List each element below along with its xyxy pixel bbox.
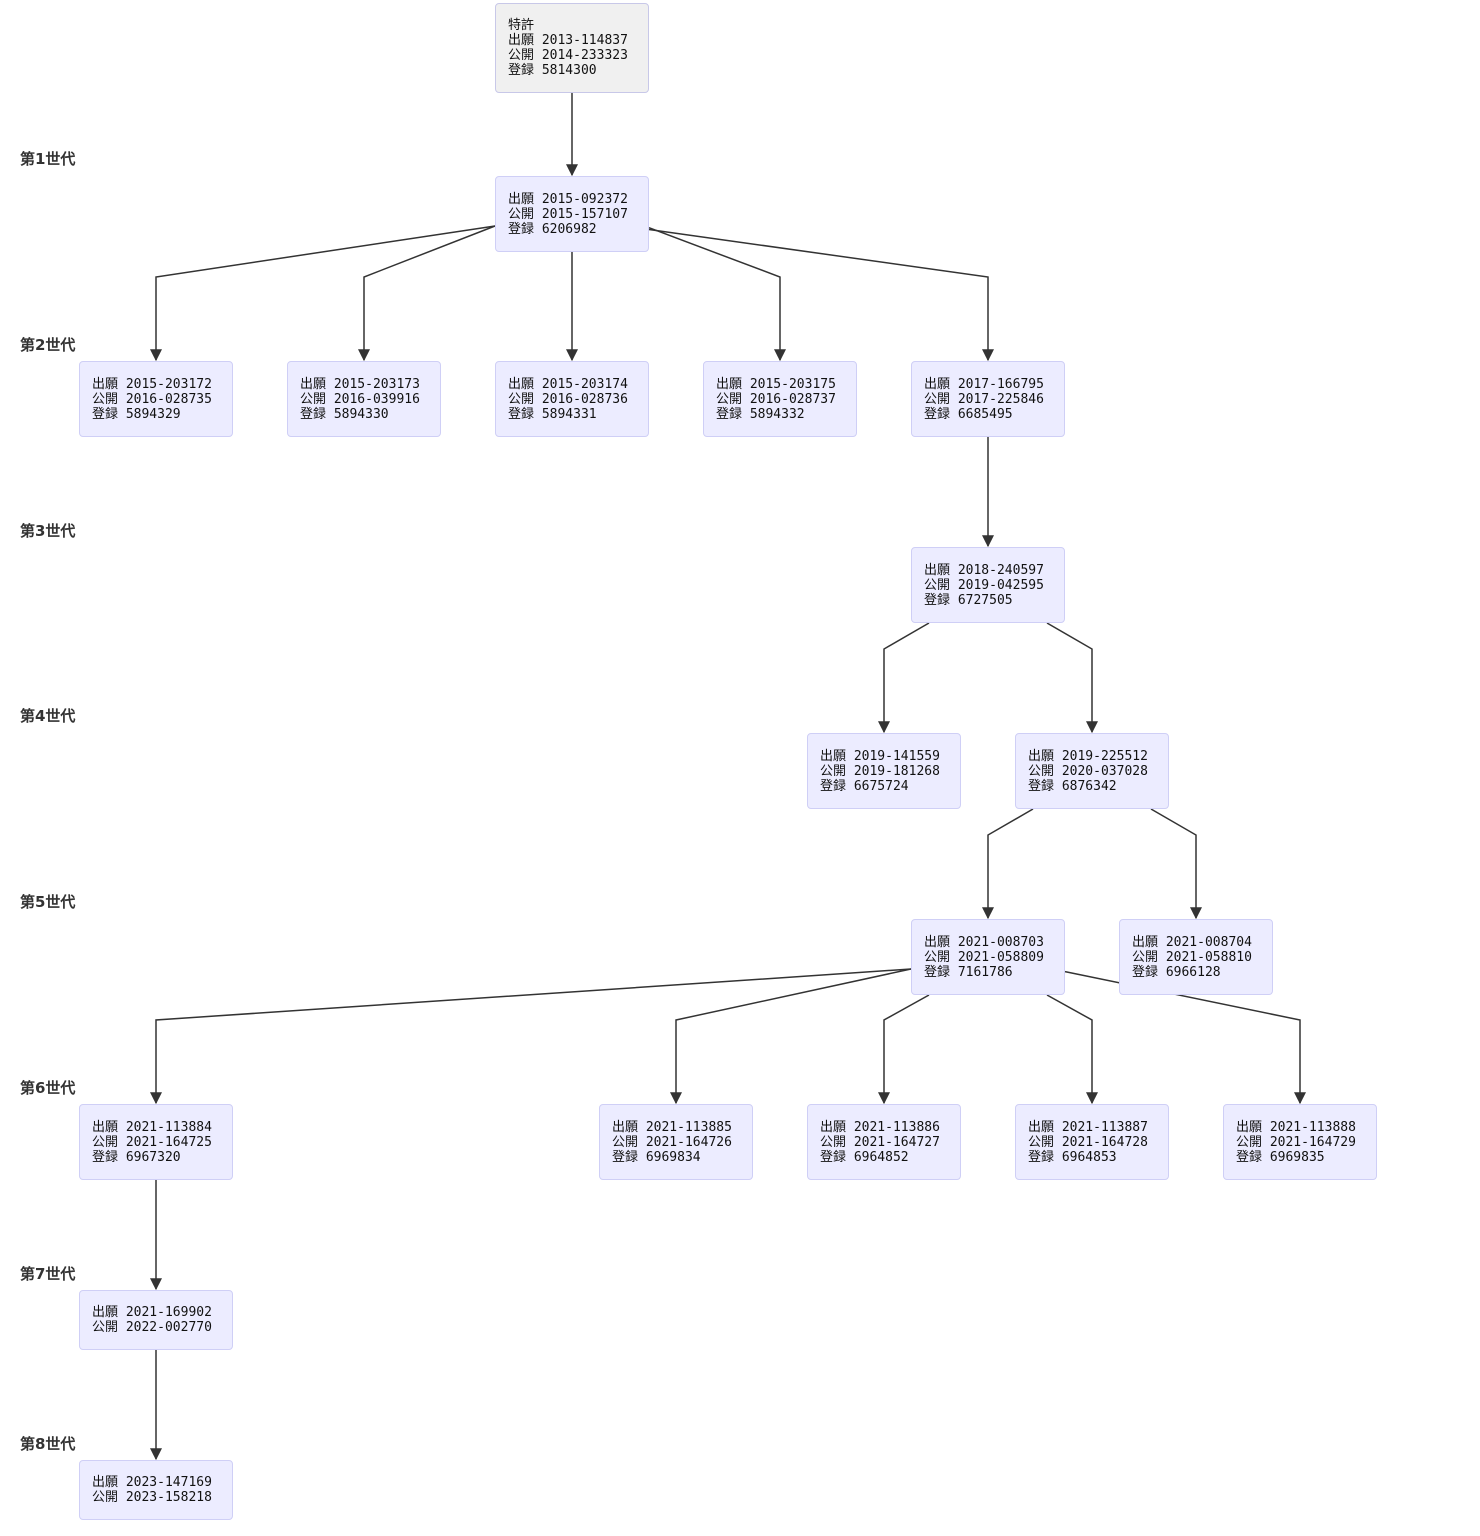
node-publication-number: 公開 2022-002770 (92, 1320, 212, 1335)
node-registration-number: 登録 6966128 (1132, 964, 1221, 980)
node-application-number: 出願 2021-113888 (1236, 1119, 1356, 1135)
generation-label-1: 第1世代 (20, 150, 76, 168)
node-registration-number: 登録 6969835 (1236, 1149, 1325, 1165)
node-registration-number: 登録 6685495 (924, 406, 1013, 422)
node-application-number: 出願 2019-225512 (1028, 748, 1148, 764)
node-publication-number: 公開 2016-028735 (92, 391, 212, 407)
node-root-patent[interactable]: 特許 出願 2013-114837 公開 2014-233323 登録 5814… (495, 3, 649, 93)
node-application-number: 出願 2021-008703 (924, 934, 1044, 950)
node-gen2-d[interactable]: 出願 2015-203175 公開 2016-028737 登録 5894332 (703, 361, 857, 437)
node-publication-number: 公開 2023-158218 (92, 1490, 212, 1505)
node-registration-number: 登録 7161786 (924, 964, 1013, 980)
node-registration-number: 登録 6727505 (924, 592, 1013, 608)
edge-g4b-g5a (982, 808, 1034, 920)
node-registration-number: 登録 5814300 (508, 63, 597, 78)
node-publication-number: 公開 2020-037028 (1028, 763, 1148, 779)
node-gen7[interactable]: 出願 2021-169902 公開 2022-002770 (79, 1290, 233, 1350)
node-gen3[interactable]: 出願 2018-240597 公開 2019-042595 登録 6727505 (911, 547, 1065, 623)
node-publication-number: 公開 2017-225846 (924, 391, 1044, 407)
node-publication-number: 公開 2021-164728 (1028, 1134, 1148, 1150)
generation-label-7: 第7世代 (20, 1265, 76, 1283)
node-registration-number: 登録 6675724 (820, 778, 909, 794)
node-registration-number: 登録 6969834 (612, 1149, 701, 1165)
node-application-number: 出願 2015-203172 (92, 376, 212, 392)
node-registration-number: 登録 5894329 (92, 406, 181, 422)
node-gen6-e[interactable]: 出願 2021-113888 公開 2021-164729 登録 6969835 (1223, 1104, 1377, 1180)
edge-g5a-g6a (150, 968, 912, 1105)
edge-g3-g4a (878, 622, 930, 734)
edge-g1-g2b (358, 225, 496, 362)
edge-g3-g4b (1046, 622, 1098, 734)
edge-g4b-g5b (1150, 808, 1202, 920)
node-application-number: 出願 2018-240597 (924, 562, 1044, 578)
node-gen5-a[interactable]: 出願 2021-008703 公開 2021-058809 登録 7161786 (911, 919, 1065, 995)
node-publication-number: 公開 2016-028737 (716, 391, 836, 407)
node-gen6-c[interactable]: 出願 2021-113886 公開 2021-164727 登録 6964852 (807, 1104, 961, 1180)
node-application-number: 出願 2021-113885 (612, 1119, 732, 1135)
node-application-number: 出願 2019-141559 (820, 748, 940, 764)
node-registration-number: 登録 5894332 (716, 406, 805, 422)
generation-label-2: 第2世代 (20, 336, 76, 354)
node-application-number: 出願 2013-114837 (508, 33, 628, 48)
node-gen6-a[interactable]: 出願 2021-113884 公開 2021-164725 登録 6967320 (79, 1104, 233, 1180)
node-registration-number: 登録 6964853 (1028, 1149, 1117, 1165)
node-registration-number: 登録 6876342 (1028, 778, 1117, 794)
generation-label-8: 第8世代 (20, 1435, 76, 1453)
edge-g1-g2e (648, 228, 994, 362)
node-publication-number: 公開 2021-058810 (1132, 949, 1252, 965)
node-gen2-a[interactable]: 出願 2015-203172 公開 2016-028735 登録 5894329 (79, 361, 233, 437)
node-publication-number: 公開 2021-164729 (1236, 1134, 1356, 1150)
edge-g1-g2a (150, 225, 496, 362)
node-gen2-e[interactable]: 出願 2017-166795 公開 2017-225846 登録 6685495 (911, 361, 1065, 437)
node-application-number: 出願 2017-166795 (924, 376, 1044, 392)
node-application-number: 出願 2021-169902 (92, 1305, 212, 1320)
node-application-number: 出願 2015-092372 (508, 191, 628, 207)
node-application-number: 出願 2015-203173 (300, 376, 420, 392)
node-publication-number: 公開 2015-157107 (508, 206, 628, 222)
node-publication-number: 公開 2021-164726 (612, 1134, 732, 1150)
node-gen4-b[interactable]: 出願 2019-225512 公開 2020-037028 登録 6876342 (1015, 733, 1169, 809)
generation-label-6: 第6世代 (20, 1079, 76, 1097)
node-application-number: 出願 2015-203175 (716, 376, 836, 392)
node-publication-number: 公開 2021-058809 (924, 949, 1044, 965)
node-gen2-b[interactable]: 出願 2015-203173 公開 2016-039916 登録 5894330 (287, 361, 441, 437)
node-registration-number: 登録 5894331 (508, 406, 597, 422)
node-application-number: 出願 2023-147169 (92, 1475, 212, 1490)
node-publication-number: 公開 2021-164727 (820, 1134, 940, 1150)
edge-g5a-g6c (878, 994, 930, 1105)
generation-label-3: 第3世代 (20, 522, 76, 540)
node-publication-number: 公開 2016-028736 (508, 391, 628, 407)
generation-label-5: 第5世代 (20, 893, 76, 911)
node-application-number: 出願 2015-203174 (508, 376, 628, 392)
node-gen8[interactable]: 出願 2023-147169 公開 2023-158218 (79, 1460, 233, 1520)
node-type-label: 特許 (508, 18, 535, 33)
node-registration-number: 登録 6964852 (820, 1149, 909, 1165)
node-gen6-b[interactable]: 出願 2021-113885 公開 2021-164726 登録 6969834 (599, 1104, 753, 1180)
node-registration-number: 登録 6206982 (508, 221, 597, 237)
node-application-number: 出願 2021-113887 (1028, 1119, 1148, 1135)
node-application-number: 出願 2021-008704 (1132, 934, 1252, 950)
node-gen1[interactable]: 出願 2015-092372 公開 2015-157107 登録 6206982 (495, 176, 649, 252)
node-gen5-b[interactable]: 出願 2021-008704 公開 2021-058810 登録 6966128 (1119, 919, 1273, 995)
node-application-number: 出願 2021-113884 (92, 1119, 212, 1135)
node-publication-number: 公開 2016-039916 (300, 391, 420, 407)
edge-g5a-g6d (1046, 994, 1098, 1105)
edge-g1-g2d (648, 227, 786, 362)
node-gen6-d[interactable]: 出願 2021-113887 公開 2021-164728 登録 6964853 (1015, 1104, 1169, 1180)
edge-g5a-g6b (670, 968, 912, 1105)
node-publication-number: 公開 2019-042595 (924, 577, 1044, 593)
node-publication-number: 公開 2014-233323 (508, 48, 628, 63)
node-application-number: 出願 2021-113886 (820, 1119, 940, 1135)
node-registration-number: 登録 6967320 (92, 1149, 181, 1165)
node-publication-number: 公開 2019-181268 (820, 763, 940, 779)
node-gen2-c[interactable]: 出願 2015-203174 公開 2016-028736 登録 5894331 (495, 361, 649, 437)
node-registration-number: 登録 5894330 (300, 406, 389, 422)
node-gen4-a[interactable]: 出願 2019-141559 公開 2019-181268 登録 6675724 (807, 733, 961, 809)
node-publication-number: 公開 2021-164725 (92, 1134, 212, 1150)
generation-label-4: 第4世代 (20, 707, 76, 725)
